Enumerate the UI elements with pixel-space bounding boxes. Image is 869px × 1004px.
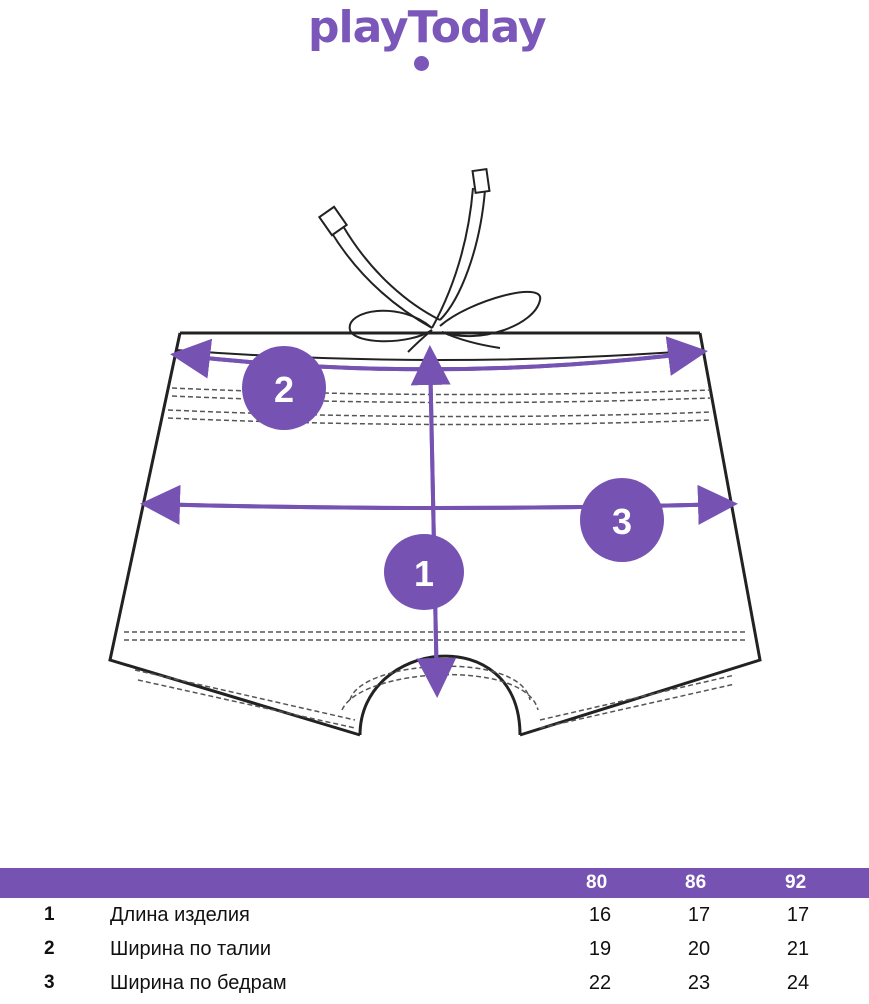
brand-logo: playToday [0, 0, 869, 80]
row-number: 1 [44, 904, 55, 925]
row-label: Длина изделия [110, 904, 250, 926]
size-col-86: 86 [685, 872, 707, 893]
row-value: 24 [786, 972, 810, 994]
size-col-80: 80 [586, 872, 608, 893]
marker-3-label: 3 [612, 501, 632, 542]
marker-1-label: 1 [414, 553, 434, 594]
logo-text: playToday [308, 2, 547, 53]
row-label: Ширина по талии [110, 938, 272, 960]
row-value: 20 [687, 938, 711, 960]
table-row: 3 Ширина по бедрам 22 23 24 [0, 972, 869, 1004]
marker-2-label: 2 [274, 369, 294, 410]
row-number: 3 [44, 972, 55, 993]
marker-3: 3 [580, 478, 664, 562]
marker-2: 2 [242, 346, 326, 430]
row-value: 16 [588, 904, 612, 926]
drawstring [317, 168, 542, 353]
size-header: 80 86 92 [0, 868, 869, 898]
table-row: 1 Длина изделия 16 17 17 [0, 904, 869, 936]
row-label: Ширина по бедрам [110, 972, 287, 994]
garment-drawing: 2 3 1 [108, 168, 762, 737]
row-value: 19 [588, 938, 612, 960]
marker-1: 1 [384, 534, 464, 610]
table-row: 2 Ширина по талии 19 20 21 [0, 938, 869, 970]
row-value: 23 [687, 972, 711, 994]
row-value: 22 [588, 972, 612, 994]
row-value: 17 [786, 904, 810, 926]
logo-dot [414, 56, 429, 71]
row-value: 21 [786, 938, 810, 960]
row-value: 17 [687, 904, 711, 926]
size-col-92: 92 [785, 872, 807, 893]
row-number: 2 [44, 938, 55, 959]
